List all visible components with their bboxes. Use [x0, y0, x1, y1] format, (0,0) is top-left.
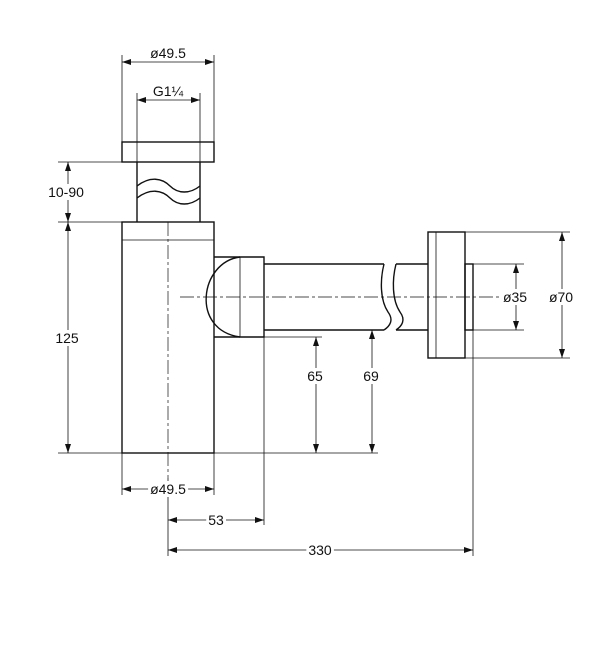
stem-break-lower: [136, 190, 201, 205]
top-cap: [121, 141, 215, 163]
label-background: [305, 368, 325, 384]
label-background: [546, 289, 576, 305]
label-pipe-diameter: ø35: [503, 289, 527, 305]
label-background: [361, 368, 381, 384]
label-height-69: 69: [363, 368, 379, 384]
label-body-diameter: ø49.5: [150, 481, 186, 497]
pipe-break-left: [380, 263, 392, 331]
dimension-labels: ø49.5 G1¼ 10-90 125 ø49.5 53 65 69 330 ø…: [46, 45, 576, 558]
elbow-curve: [205, 256, 241, 338]
label-background: [206, 512, 226, 528]
wall-flange: [427, 231, 466, 359]
label-background: [53, 330, 81, 346]
label-background: [46, 184, 87, 200]
label-top-diameter: ø49.5: [150, 45, 186, 61]
label-background: [500, 289, 530, 305]
pipe-break-right: [392, 263, 404, 331]
label-background: [148, 481, 189, 497]
dimension-lines: [58, 55, 570, 556]
drain-outline: [121, 141, 474, 454]
label-body-height: 125: [55, 330, 79, 346]
label-height-65: 65: [307, 368, 323, 384]
label-outlet-offset: 53: [208, 512, 224, 528]
center-lines: [167, 222, 520, 478]
stem-break-upper: [136, 178, 201, 193]
label-background: [148, 45, 189, 61]
label-background: [306, 542, 334, 558]
label-adjust-range: 10-90: [48, 184, 84, 200]
label-total-length: 330: [308, 542, 332, 558]
label-background: [150, 83, 186, 99]
label-flange-diameter: ø70: [549, 289, 573, 305]
label-thread: G1¼: [153, 83, 184, 99]
